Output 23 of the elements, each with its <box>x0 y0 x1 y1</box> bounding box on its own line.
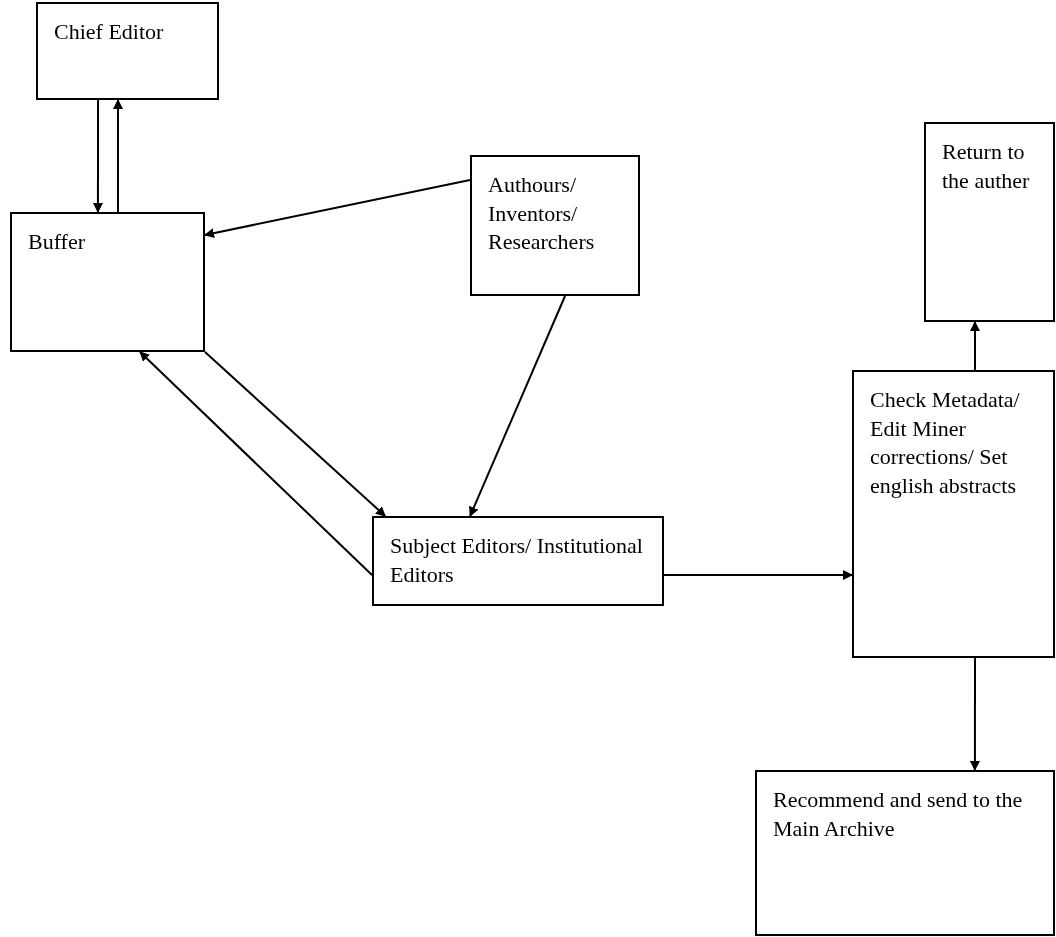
box-label: Check Metadata/ Edit Miner corrections/ Set english abstracts <box>870 386 1021 500</box>
box-label: Subject Editors/ Institutional Editors <box>390 532 644 589</box>
arrow <box>969 657 980 771</box>
process-box <box>924 122 1055 322</box>
arrow <box>92 99 103 213</box>
box-label: Recommend and send to the Main Archive <box>773 786 1024 843</box>
box-label: Return to the auther <box>942 138 1031 195</box>
process-box <box>470 155 640 296</box>
process-box <box>372 516 664 606</box>
arrow <box>663 570 853 581</box>
arrow <box>469 295 567 517</box>
box-label: Chief Editor <box>54 18 165 46</box>
arrow <box>969 321 980 371</box>
arrow <box>204 178 471 239</box>
box-label: Buffer <box>28 228 87 256</box>
arrow <box>204 351 387 517</box>
process-box <box>852 370 1055 658</box>
process-box <box>36 2 219 100</box>
process-box <box>10 212 205 352</box>
box-label: Authours/ Inventors/ Researchers <box>488 171 596 257</box>
arrow <box>139 351 373 577</box>
process-box <box>755 770 1055 936</box>
arrow <box>113 99 123 213</box>
